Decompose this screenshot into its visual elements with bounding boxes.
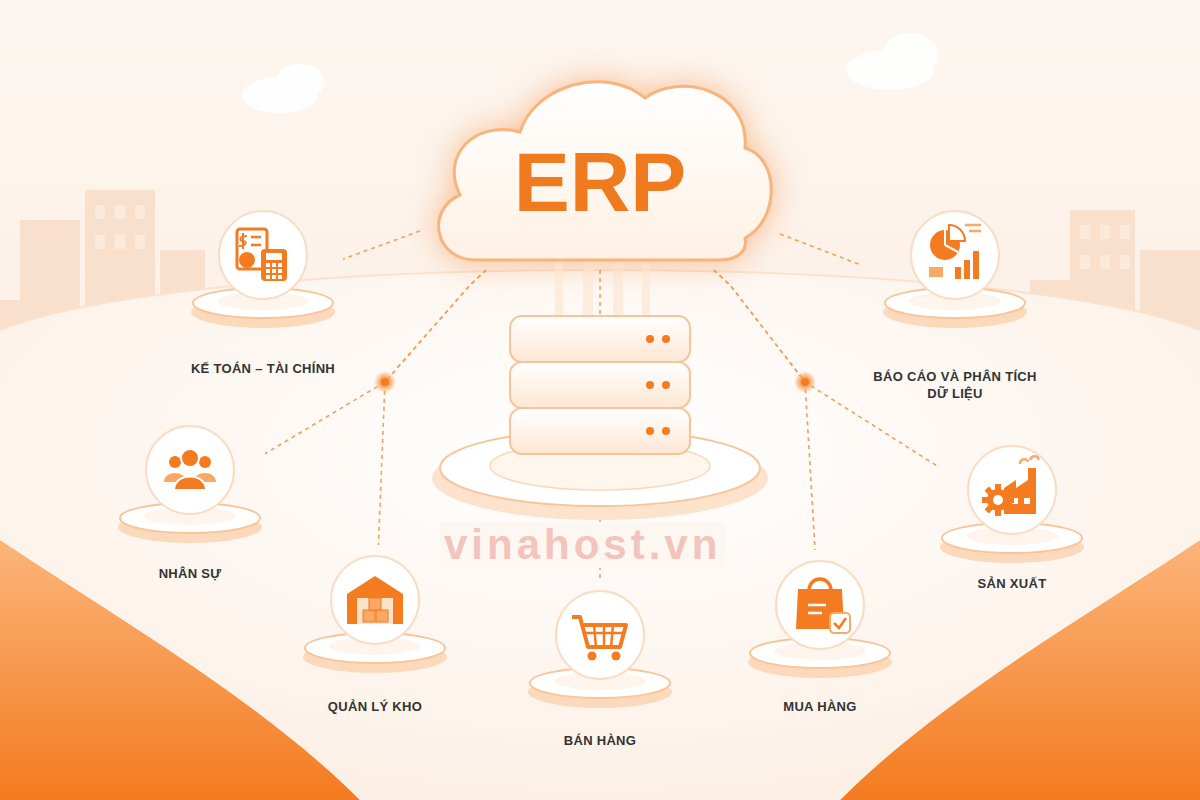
factory-icon-part xyxy=(1024,498,1030,504)
finance-icon-part xyxy=(278,263,282,267)
warehouse-icon-part xyxy=(369,598,381,610)
finance-icon-part xyxy=(272,263,276,267)
watermark: vinahost.vn xyxy=(440,522,725,568)
module-label: QUẢN LÝ KHO xyxy=(328,698,422,715)
report-icon-part xyxy=(965,225,981,231)
report-icon-part xyxy=(964,260,970,279)
icon-circle xyxy=(911,211,999,299)
module-icon xyxy=(745,550,895,680)
module-node: SẢN XUẤT xyxy=(937,435,1087,592)
gear-hole xyxy=(993,495,1003,505)
hr-icon-part xyxy=(169,456,181,468)
warehouse-icon-part xyxy=(363,610,375,622)
factory-icon-part xyxy=(1020,456,1038,464)
warehouse-icon-part xyxy=(357,598,393,624)
module-label: NHÂN SỰ xyxy=(159,565,222,582)
module-node: MUA HÀNG xyxy=(745,550,895,715)
cart-icon-part xyxy=(588,652,597,661)
report-icon-part xyxy=(973,251,979,279)
module-node: KẾ TOÁN – TÀI CHÍNH xyxy=(183,200,343,377)
finance-icon xyxy=(237,229,287,281)
dashed-connector xyxy=(714,270,815,550)
module-icon xyxy=(188,200,338,330)
finance-icon-part xyxy=(272,275,276,279)
module-node: BÁO CÁO VÀ PHÂN TÍCH DỮ LIỆU xyxy=(862,200,1048,402)
warehouse-icon-part xyxy=(347,576,403,624)
icon-circle xyxy=(776,561,864,649)
module-node: QUẢN LÝ KHO xyxy=(300,545,450,715)
plateau xyxy=(0,270,1200,800)
finance-icon-part xyxy=(239,252,255,268)
gear-body xyxy=(987,489,1009,511)
cart-icon-part xyxy=(612,652,621,661)
finance-icon-part xyxy=(278,275,282,279)
finance-icon-part xyxy=(266,275,270,279)
report-icon-part xyxy=(949,225,965,241)
finance-icon-part xyxy=(266,269,270,273)
module-label: BÁO CÁO VÀ PHÂN TÍCH DỮ LIỆU xyxy=(870,368,1040,402)
module-label: SẢN XUẤT xyxy=(978,575,1047,592)
finance-icon-part xyxy=(261,249,287,281)
hr-icon-part xyxy=(174,477,206,491)
cart-icon-part xyxy=(586,625,623,647)
report-icon-part xyxy=(929,267,943,277)
module-label: BÁN HÀNG xyxy=(564,732,636,749)
dashed-connector xyxy=(343,231,420,259)
warehouse-icon-part xyxy=(376,610,388,622)
report-icon xyxy=(929,225,981,279)
module-node: BÁN HÀNG xyxy=(525,580,675,749)
server-stack xyxy=(510,316,690,454)
hr-icon-part xyxy=(181,449,199,467)
dashed-connector xyxy=(780,234,862,265)
report-icon-part xyxy=(945,230,958,252)
icon-circle xyxy=(331,556,419,644)
icon-circle xyxy=(556,591,644,679)
icon-circle xyxy=(146,426,234,514)
cloud-title: ERP xyxy=(420,140,780,224)
finance-icon-part xyxy=(266,253,282,260)
module-icon xyxy=(525,580,675,710)
module-label: MUA HÀNG xyxy=(783,698,856,715)
bag-icon-part xyxy=(830,613,850,633)
erp-cloud: ERP xyxy=(420,60,780,270)
hr-icon-part xyxy=(199,456,211,468)
report-icon-part xyxy=(955,267,961,279)
module-icon xyxy=(300,545,450,675)
module-node: NHÂN SỰ xyxy=(115,415,265,582)
module-icon xyxy=(937,435,1087,565)
icon-circle xyxy=(968,446,1056,534)
cart-icon-part xyxy=(572,617,626,647)
factory-icon xyxy=(982,456,1038,516)
finance-icon-part xyxy=(266,263,270,267)
bag-icon-part xyxy=(834,618,846,628)
cart-icon xyxy=(572,617,626,661)
warehouse-icon xyxy=(347,576,403,624)
icon-circle xyxy=(219,211,307,299)
finance-icon-part xyxy=(272,269,276,273)
finance-icon-part xyxy=(278,269,282,273)
bag-icon-part xyxy=(808,605,826,613)
module-icon xyxy=(115,415,265,545)
module-icon xyxy=(880,200,1030,330)
bag-icon xyxy=(796,579,850,633)
junction-dots xyxy=(374,371,816,393)
module-label: KẾ TOÁN – TÀI CHÍNH xyxy=(191,360,335,377)
hr-icon xyxy=(164,449,216,490)
finance-icon-part xyxy=(251,237,261,245)
finance-icon-part xyxy=(239,233,247,249)
gear-icon xyxy=(982,484,1014,516)
